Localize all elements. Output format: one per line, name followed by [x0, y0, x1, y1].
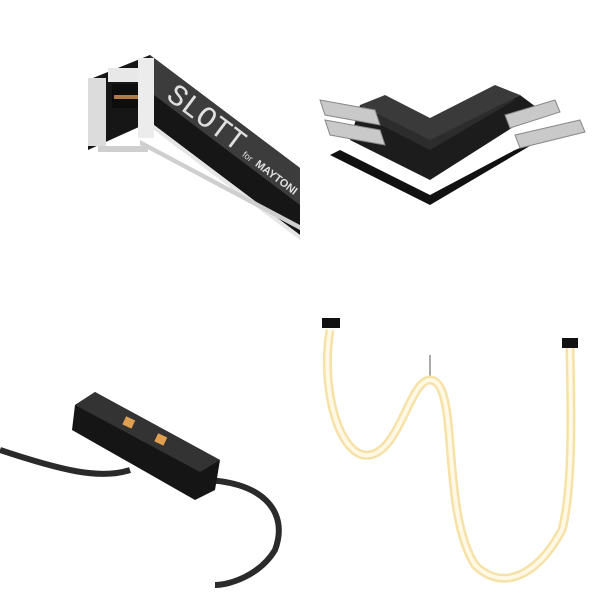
product-image-flexible-pendant-light [300, 300, 600, 600]
product-image-corner-connector [300, 0, 600, 300]
power-feed-connector-illustration [0, 392, 282, 588]
corner-connector-illustration [319, 85, 586, 205]
product-image-power-feed-connector [0, 300, 300, 600]
track-rail-illustration: SLOTT for MAYTONI [88, 55, 300, 240]
product-image-track-rail: SLOTT for MAYTONI [0, 0, 300, 300]
pendant-light-illustration [322, 318, 578, 583]
